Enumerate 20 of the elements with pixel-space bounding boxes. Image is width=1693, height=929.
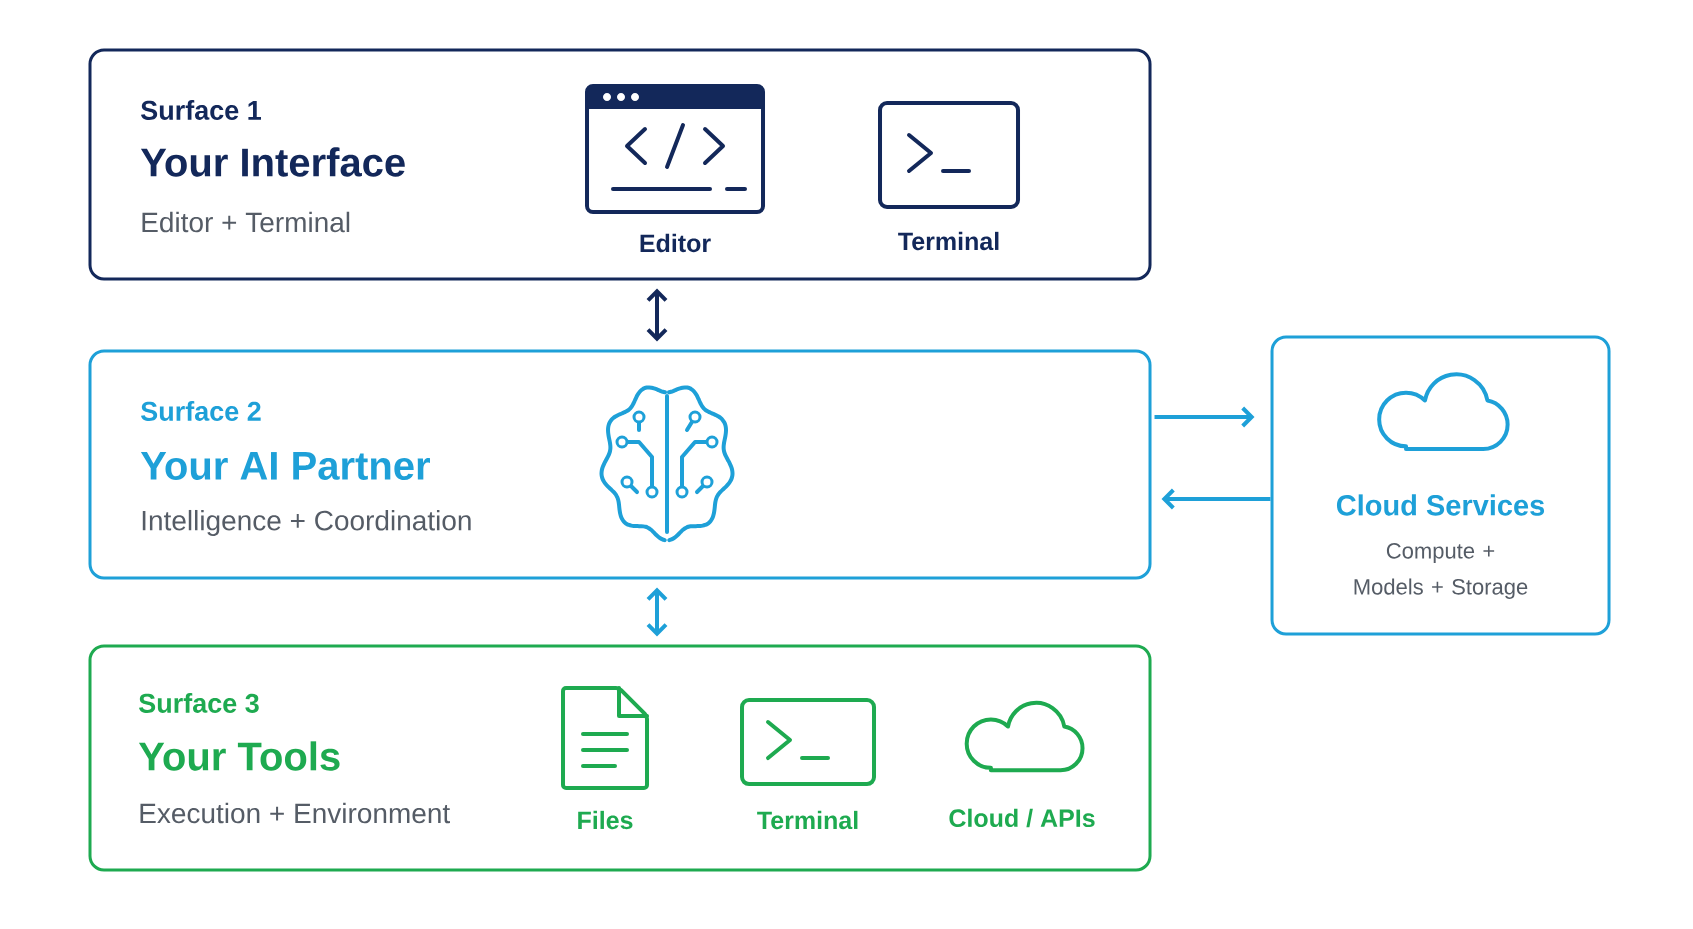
panel-title: Your AI Partner: [140, 452, 430, 480]
icon-label: Files: [578, 810, 633, 830]
arrow: [1161, 488, 1271, 510]
panel-title: Your Tools: [138, 741, 340, 771]
icon-label: Terminal: [898, 231, 999, 251]
surface-label: Surface 3: [139, 693, 259, 713]
panel-title: Cloud Services: [1336, 494, 1545, 516]
surface-label: Surface 1: [141, 100, 261, 120]
icon-label: Editor: [640, 233, 711, 253]
panel-subtitle: Intelligence + Coordination: [142, 509, 471, 537]
icon-label: Cloud / APIs: [949, 808, 1095, 828]
surface-label: Surface 2: [141, 401, 261, 421]
panel-subtitle: Compute + Models + Storage: [1354, 543, 1528, 599]
panel-title: Your Interface: [140, 147, 405, 177]
icon-label: Terminal: [757, 810, 858, 830]
panel-subtitle: Execution + Environment: [140, 802, 450, 824]
arrow: [1154, 406, 1255, 428]
arrow: [646, 288, 668, 342]
panel-subtitle: Editor + Terminal: [142, 211, 350, 233]
arrow: [646, 587, 668, 637]
